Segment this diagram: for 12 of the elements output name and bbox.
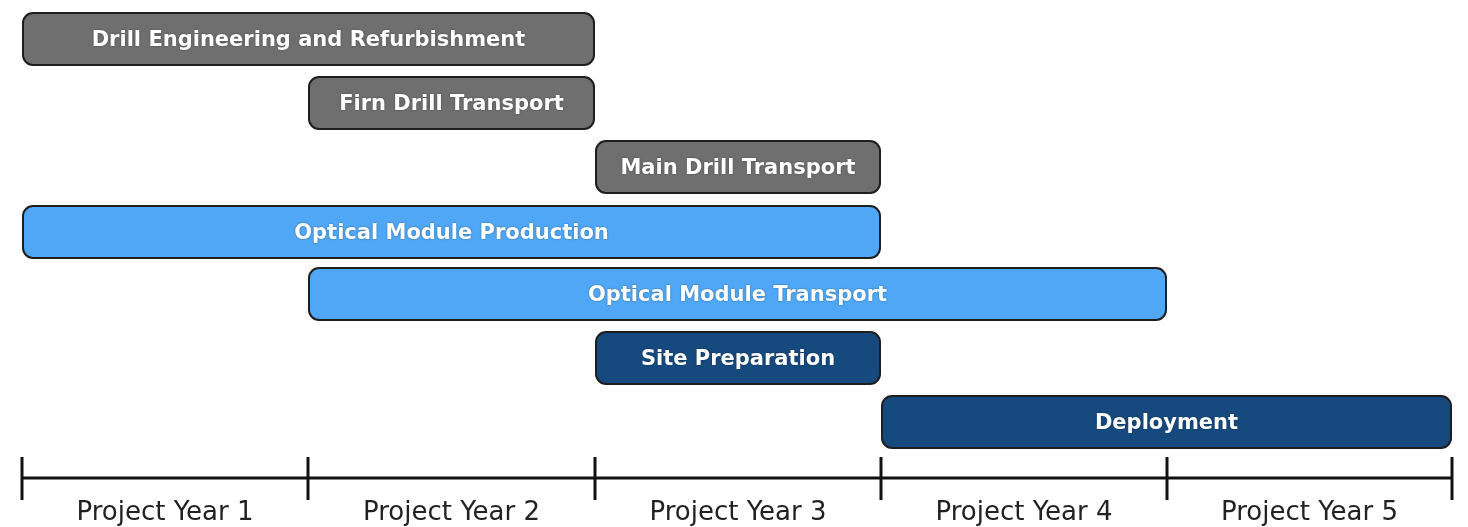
task-bar: Drill Engineering and Refurbishment (22, 12, 595, 66)
task-bar: Deployment (881, 395, 1452, 449)
task-bar: Optical Module Production (22, 205, 881, 259)
axis-label: Project Year 4 (934, 496, 1114, 526)
task-bar: Main Drill Transport (595, 140, 881, 194)
axis-label: Project Year 3 (648, 496, 828, 526)
axis-label: Project Year 1 (75, 496, 255, 526)
task-bar: Site Preparation (595, 331, 881, 385)
axis-label: Project Year 5 (1219, 496, 1400, 526)
task-bar: Optical Module Transport (308, 267, 1167, 321)
axis-label: Project Year 2 (361, 496, 542, 526)
task-bar: Firn Drill Transport (308, 76, 595, 130)
